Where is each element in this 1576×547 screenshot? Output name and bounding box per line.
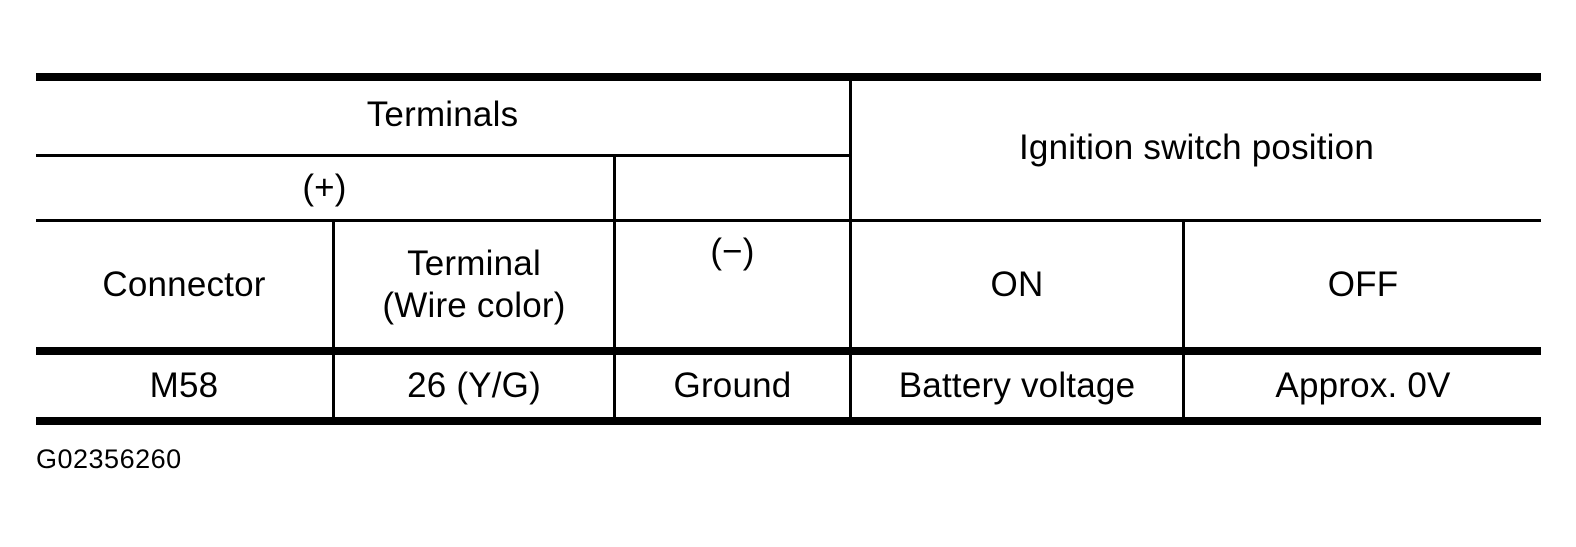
rule-under-terminals-group	[36, 154, 851, 157]
figure-caption: G02356260	[36, 444, 182, 474]
group-header-terminals: Terminals	[366, 95, 519, 135]
column-header-terminal-wire-color: Terminal (Wire color)	[382, 244, 566, 325]
table-row-cell-off: Approx. 0V	[1275, 366, 1451, 406]
table-bottom-border	[36, 417, 1541, 425]
divider-terminals-ignition	[849, 73, 852, 417]
table-row-cell-terminal: 26 (Y/G)	[407, 366, 541, 406]
terminals-voltage-table: Terminals Ignition switch position (+) C…	[36, 73, 1541, 425]
divider-plus-minus	[613, 154, 616, 417]
group-header-ignition-switch-position: Ignition switch position	[1019, 127, 1374, 167]
table-row-cell-minus: Ground	[673, 366, 792, 406]
subheader-positive: (+)	[302, 168, 347, 208]
column-header-minus: (−)	[710, 232, 755, 272]
rule-above-data-row	[36, 347, 1541, 355]
column-header-off: OFF	[1327, 264, 1399, 304]
column-header-connector: Connector	[102, 264, 266, 304]
column-header-on: ON	[990, 264, 1044, 304]
table-row-cell-on: Battery voltage	[898, 366, 1136, 406]
table-top-border	[36, 73, 1541, 81]
rule-under-subheader	[36, 219, 1541, 222]
table-row-cell-connector: M58	[149, 366, 219, 406]
divider-connector-terminal	[332, 219, 335, 417]
divider-on-off	[1182, 219, 1185, 417]
